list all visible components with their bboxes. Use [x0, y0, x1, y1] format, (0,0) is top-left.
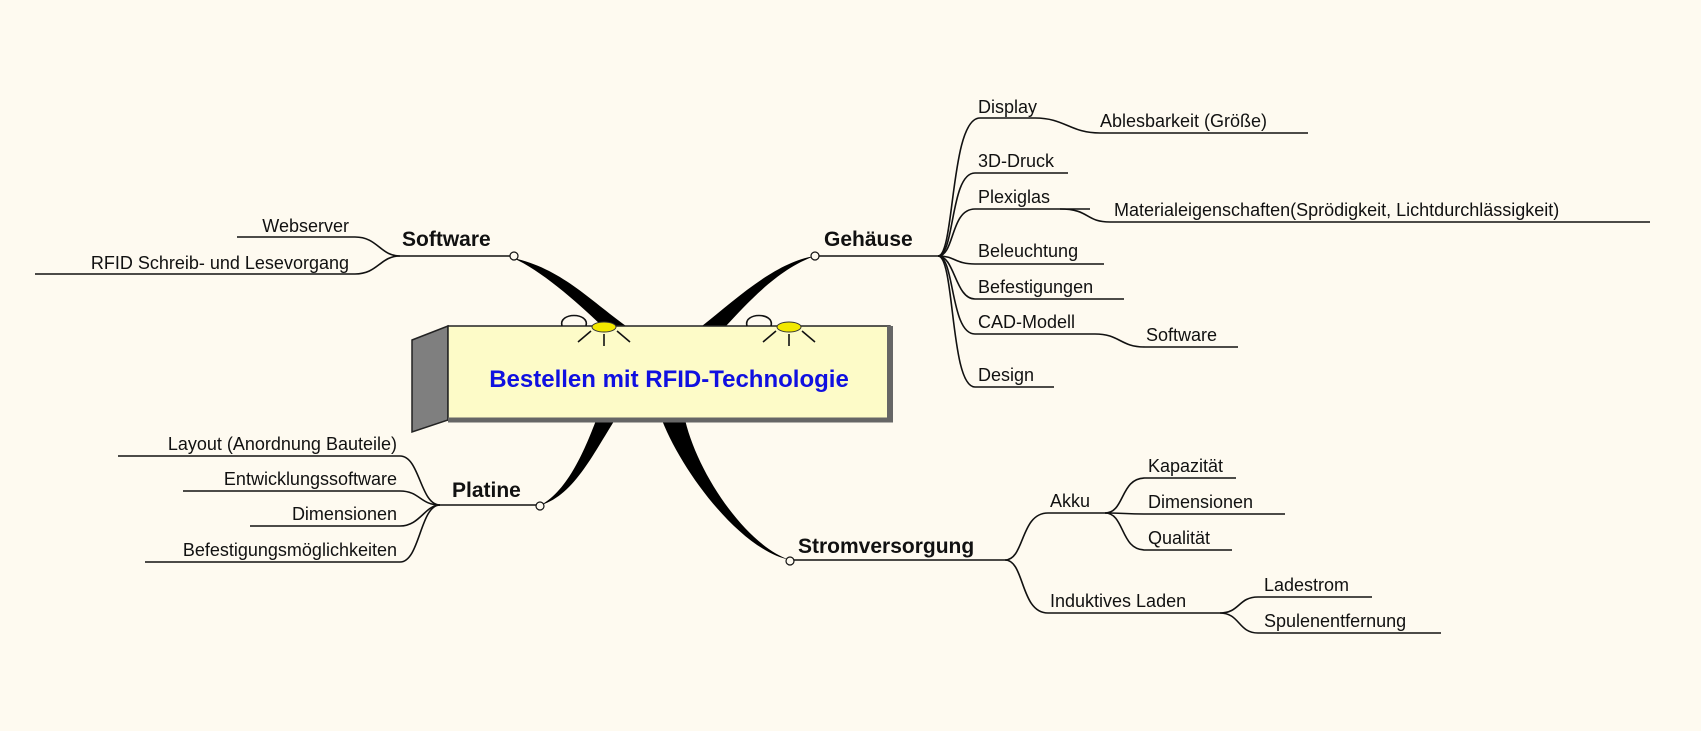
node-befestigungen[interactable]: Befestigungen — [978, 277, 1093, 297]
lamp-icon — [561, 314, 631, 346]
branch-gehaeuse: Gehäuse Display Ablesbarkeit (Größe) 3D-… — [810, 97, 1650, 388]
box-side-face — [411, 324, 449, 434]
node-beleuchtung[interactable]: Beleuchtung — [978, 241, 1078, 261]
node-akku[interactable]: Akku — [1050, 491, 1090, 511]
node-3d-druck[interactable]: 3D-Druck — [978, 151, 1055, 171]
central-topic-box[interactable]: Bestellen mit RFID-Technologie — [411, 324, 893, 434]
node-webserver[interactable]: Webserver — [262, 216, 349, 236]
node-akku-dimensionen[interactable]: Dimensionen — [1148, 492, 1253, 512]
node-display[interactable]: Display — [978, 97, 1037, 117]
node-plexiglas[interactable]: Plexiglas — [978, 187, 1050, 207]
node-entwicklungssoftware[interactable]: Entwicklungssoftware — [224, 469, 397, 489]
branch-label-software[interactable]: Software — [402, 228, 491, 251]
node-dimensionen[interactable]: Dimensionen — [292, 504, 397, 524]
connector-strom — [660, 415, 790, 560]
branch-label-stromversorgung[interactable]: Stromversorgung — [798, 535, 974, 558]
node-ladestrom[interactable]: Ladestrom — [1264, 575, 1349, 595]
node-design[interactable]: Design — [978, 365, 1034, 385]
node-kapazitaet[interactable]: Kapazität — [1148, 456, 1223, 476]
node-ablesbarkeit[interactable]: Ablesbarkeit (Größe) — [1100, 111, 1267, 131]
node-spulenentfernung[interactable]: Spulenentfernung — [1264, 611, 1406, 631]
branch-stromversorgung: Stromversorgung Akku Kapazität Dimension… — [785, 456, 1441, 634]
branch-software: Software Webserver RFID Schreib- und Les… — [35, 216, 519, 275]
node-induktives-laden[interactable]: Induktives Laden — [1050, 591, 1186, 611]
node-qualitaet[interactable]: Qualität — [1148, 528, 1210, 548]
lamp-icon — [746, 314, 816, 346]
box-front-face — [447, 325, 891, 421]
central-topic-title: Bestellen mit RFID-Technologie — [489, 366, 849, 393]
node-materialeigenschaften[interactable]: Materialeigenschaften(Sprödigkeit, Licht… — [1114, 200, 1559, 220]
branch-label-gehaeuse[interactable]: Gehäuse — [824, 228, 913, 251]
node-layout[interactable]: Layout (Anordnung Bauteile) — [168, 434, 397, 454]
node-befestigungsmoeglichkeiten[interactable]: Befestigungsmöglichkeiten — [183, 540, 397, 560]
node-cad-software[interactable]: Software — [1146, 325, 1217, 345]
branch-platine: Platine Layout (Anordnung Bauteile) Entw… — [118, 434, 545, 563]
node-rfid-vorgang[interactable]: RFID Schreib- und Lesevorgang — [91, 253, 349, 273]
node-cad-modell[interactable]: CAD-Modell — [978, 312, 1075, 332]
connector-gehaeuse — [702, 256, 815, 326]
branch-label-platine[interactable]: Platine — [452, 479, 521, 502]
connector-platine — [541, 415, 618, 505]
connector-software — [513, 258, 626, 326]
